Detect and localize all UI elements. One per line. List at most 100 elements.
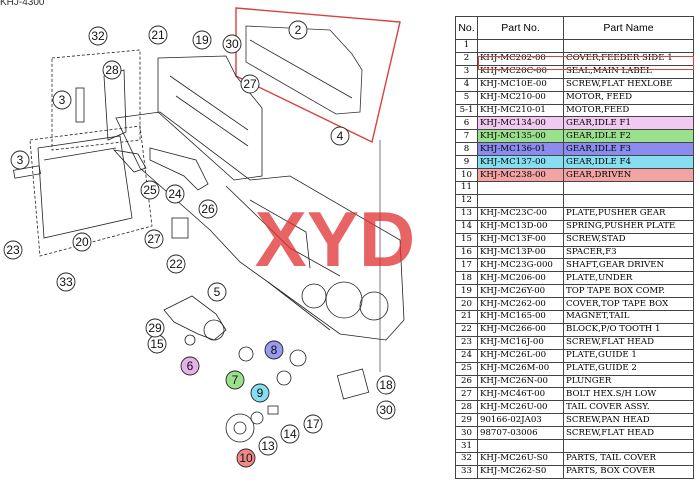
- cell-part-name: PLATE,PUSHER GEAR: [563, 206, 694, 221]
- cell-no: 31: [455, 439, 478, 453]
- callout-label-c28: 28: [105, 63, 119, 77]
- cell-part-no: KHJ-MC46T-00: [477, 387, 564, 402]
- cell-part-name: [563, 439, 694, 453]
- callout-label-c21: 21: [151, 28, 165, 42]
- part-2-highlight: [235, 7, 401, 144]
- callout-circle-c3b: [10, 150, 30, 170]
- cell-no: 16: [455, 245, 478, 260]
- callout-circle-c30a: [222, 34, 242, 54]
- cell-no: 25: [455, 361, 478, 376]
- cell-part-no: KHJ-MC16J-00: [477, 335, 564, 350]
- part-19-top-tape-box: [157, 55, 263, 181]
- cell-part-no: KHJ-MC238-00: [477, 168, 564, 182]
- cell-no: 7: [455, 129, 478, 144]
- cell-part-name: BOLT HEX.S/H LOW: [563, 387, 694, 402]
- callout-label-c23: 23: [6, 243, 20, 257]
- cell-no: 12: [455, 193, 478, 208]
- callout-circle-c27b: [144, 229, 164, 249]
- cell-no: 2: [455, 51, 478, 66]
- table-row: 1: [455, 39, 694, 53]
- callout-label-c10: 10: [239, 451, 253, 465]
- part-18-plate-under: [336, 368, 370, 400]
- cell-part-no: KHJ-MC26U-00: [477, 400, 564, 415]
- table-row: 31: [455, 439, 694, 453]
- cell-no: 29: [455, 413, 478, 428]
- header-no: No.: [455, 16, 478, 40]
- group-33-box: [29, 125, 153, 257]
- callout-label-c6: 6: [187, 359, 194, 373]
- cell-part-no: KHJ-MC165-00: [477, 310, 564, 324]
- callout-label-c2: 2: [295, 23, 302, 37]
- table-row: 12: [455, 193, 694, 208]
- callout-label-c18: 18: [379, 378, 393, 392]
- callout-label-c24: 24: [168, 187, 182, 201]
- cell-part-name: SHAFT,GEAR DRIVEN: [563, 258, 694, 273]
- cell-part-no: KHJ-MC26L-00: [477, 348, 564, 363]
- cell-part-name: [563, 39, 694, 53]
- cell-no: 22: [455, 322, 478, 337]
- part-2-cover: [245, 25, 363, 115]
- feeder-main-body: [115, 111, 405, 341]
- callout-circle-c5: [207, 282, 227, 302]
- callout-label-c5: 5: [214, 285, 221, 299]
- callout-label-c3b: 3: [17, 153, 24, 167]
- callout-circle-c18: [376, 375, 396, 395]
- callout-circle-c21: [148, 25, 168, 45]
- cell-part-name: GEAR,IDLE F1: [563, 116, 694, 131]
- part-9-gear: [276, 370, 292, 386]
- cell-part-no: KHJ-MC23C-00: [477, 206, 564, 221]
- cell-part-no: [477, 180, 564, 195]
- callout-circle-c25: [140, 180, 160, 200]
- part-25-guide-plate: [112, 149, 147, 173]
- cell-part-no: KHJ-MC26Y-00: [477, 284, 564, 299]
- callout-circle-c22: [166, 254, 186, 274]
- callout-circle-c30b: [376, 400, 396, 420]
- callout-label-c19: 19: [195, 33, 209, 47]
- cell-no: 28: [455, 400, 478, 415]
- cell-part-no: [477, 39, 564, 53]
- cell-part-name: GEAR,IDLE F3: [563, 142, 694, 157]
- cell-part-name: MOTOR, FEED: [563, 90, 694, 105]
- callout-circle-c17: [303, 414, 323, 434]
- cell-no: 17: [455, 258, 478, 273]
- cell-part-name: COVER,FEEDER SIDE 1: [563, 51, 694, 66]
- cell-part-no: KHJ-MC262-S0: [477, 464, 564, 479]
- callout-label-c29: 29: [148, 321, 162, 335]
- cell-part-no: KHJ-MC134-00: [477, 116, 564, 131]
- callout-label-c4: 4: [337, 129, 344, 143]
- cell-no: 32: [455, 452, 478, 466]
- cell-part-name: GEAR,DRIVEN: [563, 168, 694, 182]
- cell-part-no: KHJ-MC23G-000: [477, 258, 564, 273]
- cell-part-no: KHJ-MC136-01: [477, 142, 564, 157]
- cell-part-no: KHJ-MC210-01: [477, 103, 564, 118]
- part-7-gear: [238, 346, 254, 362]
- callout-label-c25: 25: [143, 183, 157, 197]
- part-14: [267, 405, 279, 415]
- cell-part-name: MOTOR,FEED: [563, 103, 694, 118]
- cell-no: 30: [455, 426, 478, 441]
- cell-part-no: KHJ-MC20C-00: [477, 64, 564, 79]
- part-3-seal-lower: [13, 165, 41, 179]
- cell-part-no: KHJ-MC10E-00: [477, 77, 564, 92]
- callout-circle-c19: [192, 30, 212, 50]
- callout-circle-c29: [145, 318, 165, 338]
- cell-part-name: PARTS, BOX COVER: [563, 464, 694, 479]
- cell-part-no: KHJ-MC210-00: [477, 90, 564, 105]
- cell-part-name: COVER,TOP TAPE BOX: [563, 297, 694, 312]
